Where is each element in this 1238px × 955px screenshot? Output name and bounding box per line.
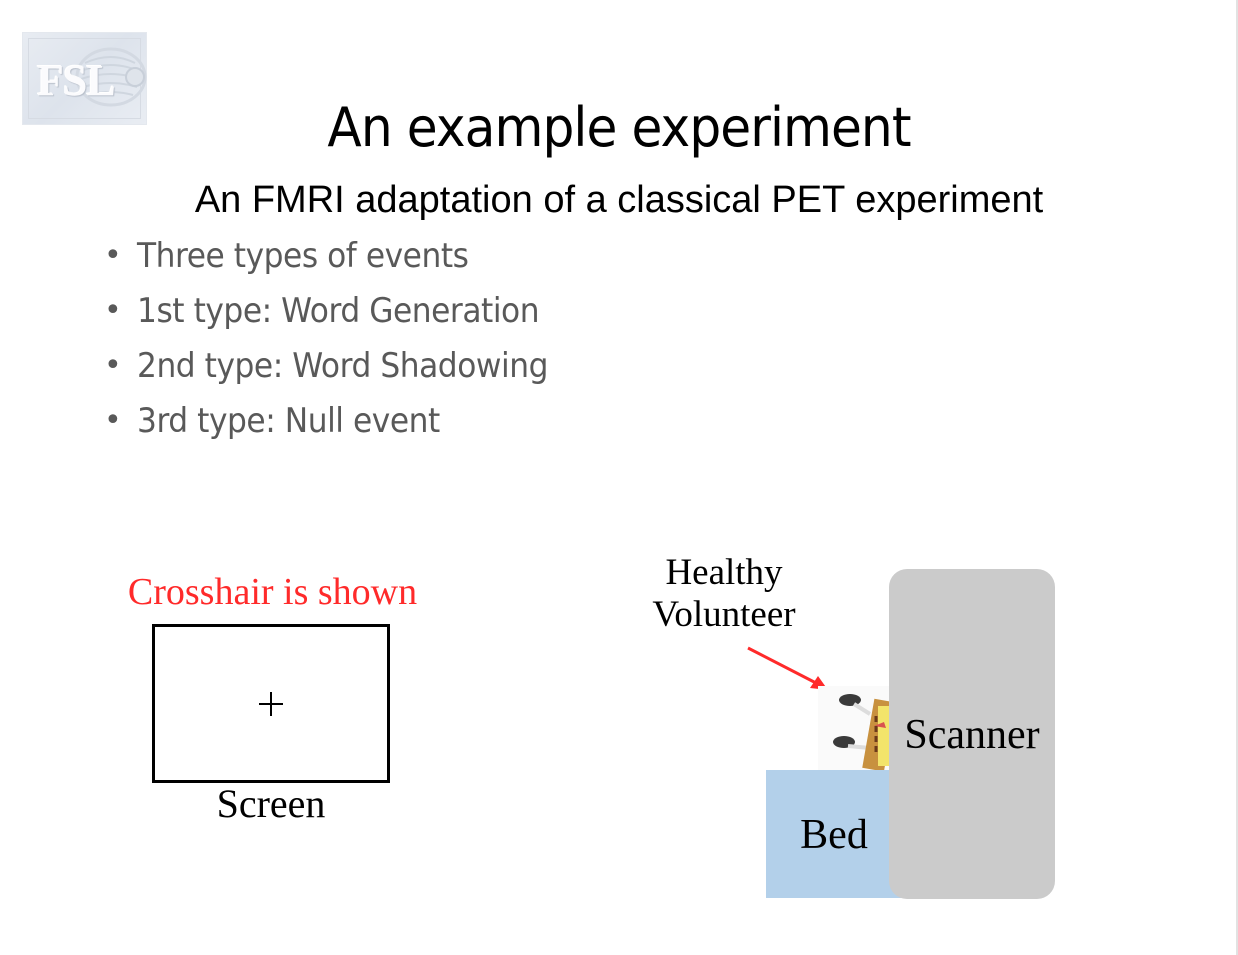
bed-label: Bed — [800, 812, 868, 858]
volunteer-label: Healthy Volunteer — [640, 552, 808, 636]
volunteer-label-line2: Volunteer — [652, 594, 796, 635]
screen-label: Screen — [216, 781, 326, 826]
bullet-text: Three types of events — [137, 236, 469, 276]
bullet-text: 1st type: Word Generation — [137, 291, 540, 331]
bullet-text: 2nd type: Word Shadowing — [137, 346, 548, 386]
trilobite-icon — [75, 47, 147, 107]
bullet-icon: • — [104, 238, 122, 273]
slide-right-edge — [1236, 0, 1238, 955]
bullet-item: • 1st type: Word Generation — [104, 287, 584, 342]
bullet-icon: • — [104, 348, 122, 383]
screen-box — [152, 624, 390, 783]
slide-title: An example experiment — [327, 96, 911, 159]
bullet-item: • 3rd type: Null event — [104, 397, 584, 452]
bullet-list: • Three types of events • 1st type: Word… — [104, 232, 584, 452]
bullet-item: • 2nd type: Word Shadowing — [104, 342, 584, 397]
crosshair-label: Crosshair is shown — [127, 571, 418, 613]
bullet-icon: • — [104, 403, 122, 438]
fsl-logo: FSL — [22, 32, 147, 125]
volunteer-label-line1: Healthy — [665, 552, 783, 593]
bullet-item: • Three types of events — [104, 232, 584, 287]
bullet-text: 3rd type: Null event — [137, 401, 440, 441]
slide-subtitle: An FMRI adaptation of a classical PET ex… — [194, 179, 1044, 221]
bullet-icon: • — [104, 293, 122, 328]
volunteer-figure-icon — [818, 686, 898, 770]
scanner — [889, 569, 1055, 899]
logo-text: FSL — [37, 56, 116, 105]
crosshair-icon — [259, 691, 283, 716]
scanner-label: Scanner — [904, 712, 1040, 758]
